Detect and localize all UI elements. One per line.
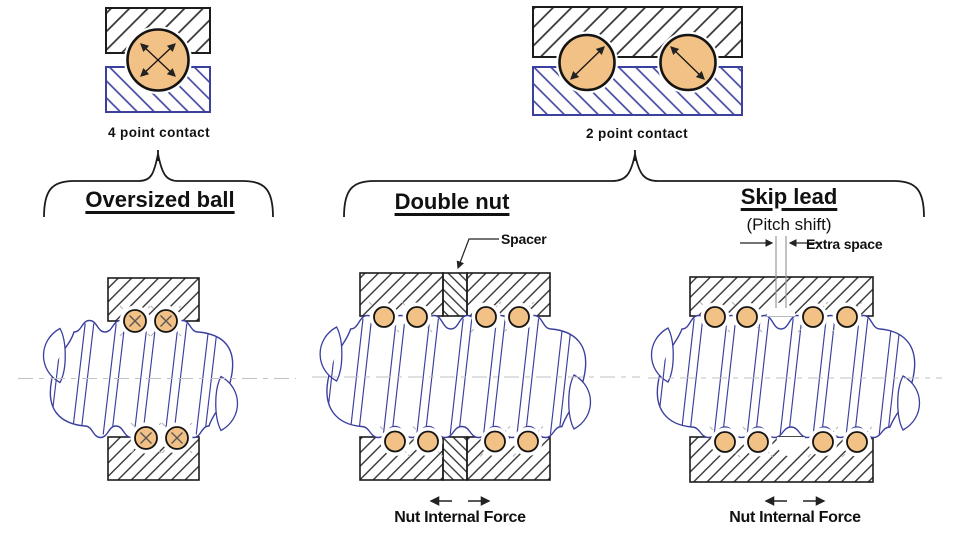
method-title-double-nut: Double nut [394, 189, 510, 214]
method-subtitle-pitch-shift: (Pitch shift) [746, 215, 832, 234]
shaft-break-left [319, 326, 343, 382]
contact-label-2-point: 2 point contact [585, 126, 688, 141]
contact-arrow [670, 46, 705, 80]
ball [714, 431, 736, 453]
empty-groove [776, 437, 806, 457]
contact-label-4-point: 4 point contact [107, 125, 210, 140]
ball [508, 306, 530, 328]
nut-block [442, 272, 468, 317]
shaft-break-left [651, 327, 674, 383]
ball [384, 430, 406, 453]
ball [802, 306, 824, 328]
shaft-break-right [215, 375, 238, 432]
ball [704, 306, 726, 328]
ball [812, 431, 834, 453]
ball [659, 33, 717, 92]
skip-lead-screw [648, 276, 942, 483]
method-title-oversized-ball: Oversized ball [85, 187, 235, 212]
double-nut-screw [312, 272, 640, 481]
empty-groove [766, 302, 796, 317]
ball [484, 430, 506, 453]
ball [736, 306, 758, 328]
ball [373, 306, 395, 328]
ball [475, 306, 497, 328]
ball [517, 430, 539, 453]
ball [747, 431, 769, 453]
shaft-break-left [43, 327, 66, 384]
spacer-callout-label: Spacer [501, 231, 547, 247]
shaft-break-right [568, 374, 591, 430]
extra-space-callout-label: Extra space [806, 236, 883, 252]
nut-internal-force-label-skip-lead: Nut Internal Force [729, 509, 861, 526]
ball [836, 306, 858, 328]
annotations [429, 236, 826, 506]
contact-arrow [570, 46, 605, 80]
spacer-leader-line [456, 238, 499, 270]
nut-block [442, 436, 468, 481]
oversized-ball-screw [18, 277, 296, 481]
contact-arrow [140, 43, 176, 77]
four-point-contact-diagram [105, 7, 211, 113]
ball [406, 306, 428, 328]
two-point-contact-diagram [532, 6, 743, 116]
ball [558, 33, 616, 92]
ball [417, 430, 439, 453]
contact-diagrams [105, 6, 743, 116]
screw-shaft [49, 319, 234, 439]
shaft-break-right [897, 375, 920, 431]
grouping-braces [43, 150, 925, 218]
method-title-skip-lead: Skip lead [740, 184, 838, 209]
nut-internal-force-label-double-nut: Nut Internal Force [394, 509, 526, 526]
ball [846, 431, 868, 453]
